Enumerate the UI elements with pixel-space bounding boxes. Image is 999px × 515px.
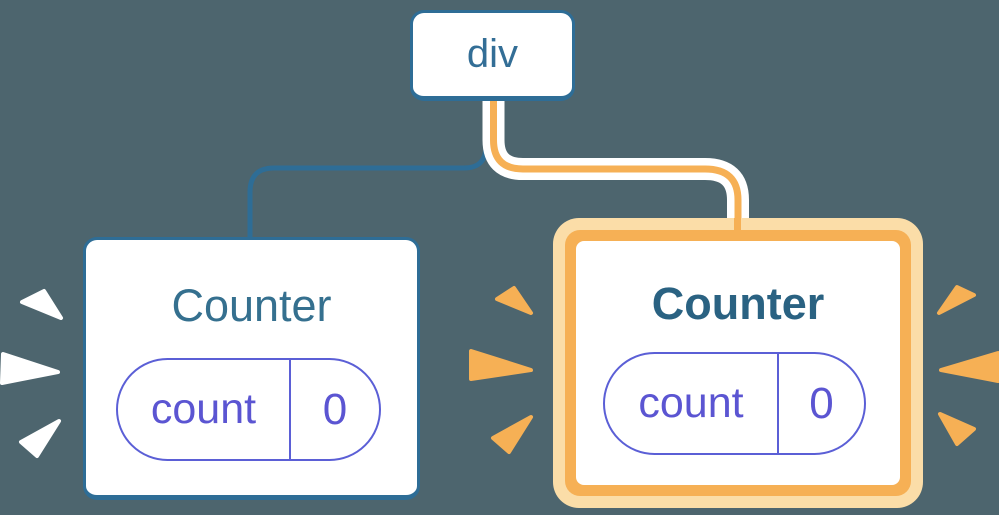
root-node-label: div bbox=[466, 32, 519, 76]
state-value: 0 bbox=[809, 378, 834, 428]
counter-node-highlighted-body: Counter count 0 bbox=[576, 241, 900, 485]
counter-title: Counter bbox=[651, 278, 825, 329]
edge-root-to-left-counter bbox=[247, 99, 489, 240]
root-node-div: div bbox=[410, 10, 575, 101]
state-pill: count 0 bbox=[603, 352, 866, 455]
state-pill: count 0 bbox=[116, 358, 381, 461]
spark-burst-icon-left-counter bbox=[0, 289, 63, 458]
edge-entry-stub bbox=[734, 218, 741, 232]
edge-root-to-right-counter bbox=[490, 97, 742, 230]
counter-node-plain: Counter count 0 bbox=[83, 237, 420, 500]
highlight-border-ring: Counter count 0 bbox=[565, 230, 911, 496]
counter-title: Counter bbox=[171, 280, 332, 331]
edge-root-to-right-counter-casing bbox=[482, 97, 749, 230]
spark-burst-icon-right-counter-right bbox=[937, 285, 999, 446]
state-name: count bbox=[118, 360, 291, 459]
counter-node-highlighted: Counter count 0 bbox=[553, 218, 923, 508]
state-name: count bbox=[605, 354, 779, 453]
state-value: 0 bbox=[322, 384, 348, 434]
spark-burst-icon-right-counter-left bbox=[469, 286, 533, 454]
